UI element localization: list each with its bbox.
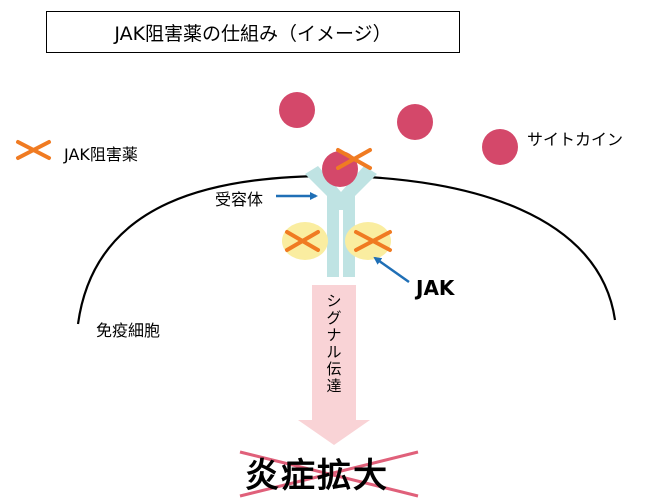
- receptor: [305, 166, 377, 277]
- signal-label: シ グ ナ ル 伝 達: [317, 293, 351, 395]
- signal-char: ナ: [326, 326, 342, 344]
- cytokine: [279, 92, 315, 128]
- jak-arrow: [373, 256, 410, 284]
- signal-arrow: [298, 285, 370, 445]
- inhibitor-cross: [285, 230, 320, 252]
- title-box: JAK阻害薬の仕組み（イメージ）: [46, 11, 460, 53]
- result-label: 炎症拡大: [245, 456, 389, 496]
- signal-char: シ: [326, 292, 342, 310]
- receptor-label: 受容体: [215, 190, 264, 209]
- diagram-title: JAK阻害薬の仕組み（イメージ）: [114, 22, 392, 45]
- signal-char: グ: [326, 309, 342, 327]
- inhibitor-cross: [354, 230, 392, 252]
- jak-right: [345, 222, 391, 260]
- signal-char: 伝: [326, 360, 342, 378]
- inhibitor-cross: [336, 148, 372, 170]
- signal-char: 達: [326, 377, 342, 395]
- result-strike: [239, 450, 419, 498]
- inhibitor-cross-legend: [16, 140, 51, 160]
- jak-label: JAK: [416, 276, 455, 300]
- cytokine: [482, 129, 518, 165]
- cytokine: [397, 104, 433, 140]
- legend-label: JAK阻害薬: [64, 145, 138, 164]
- signal-char: ル: [326, 343, 342, 361]
- cytokine-label: サイトカイン: [527, 130, 624, 149]
- cell-label: 免疫細胞: [96, 321, 161, 340]
